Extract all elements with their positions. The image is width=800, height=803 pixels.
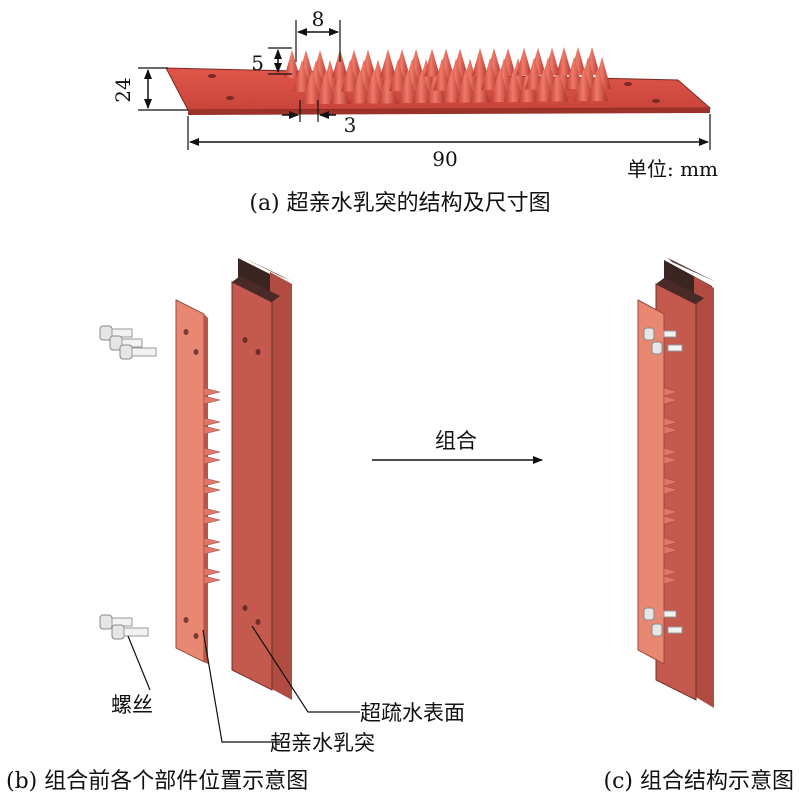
papilla-spike: [203, 545, 221, 555]
papilla-spike: [663, 425, 679, 435]
dim-width-text: 24: [111, 77, 135, 102]
papilla-cone: [380, 49, 396, 77]
label-surface: 超疏水表面: [360, 701, 465, 725]
papilla-cone: [284, 50, 300, 78]
papilla-cone: [316, 70, 336, 104]
papilla-cone: [456, 68, 476, 103]
papilla-cone: [470, 68, 490, 103]
assembled-screws: [643, 327, 683, 637]
papilla-cone: [378, 69, 398, 104]
papilla-spike: [663, 395, 679, 405]
papilla-spike: [203, 485, 221, 495]
leader-screws: [127, 635, 151, 691]
papilla-cone: [548, 67, 568, 102]
papilla-spike: [663, 417, 679, 427]
papilla-cone: [398, 69, 418, 103]
papilla-cone: [556, 47, 572, 75]
label-papillae: 超亲水乳突: [270, 731, 375, 755]
papilla-spike: [663, 447, 679, 457]
panel-b: 螺丝 超亲水乳突 超疏水表面 (b) 组合前各个部件位置示意图: [6, 256, 465, 794]
papilla-spike: [663, 485, 679, 495]
papilla-cone: [525, 57, 543, 90]
label-screws: 螺丝: [111, 693, 153, 717]
papilla-cone: [504, 68, 524, 102]
papilla-cone: [364, 69, 384, 104]
caption-b: (b) 组合前各个部件位置示意图: [6, 769, 308, 794]
papillae-spikes-c: [663, 387, 679, 585]
papilla-spike: [663, 515, 679, 525]
papilla-spike: [663, 537, 679, 547]
papilla-cone: [516, 47, 532, 76]
screws-bottom: [99, 614, 149, 640]
papilla-cone: [350, 69, 370, 104]
papilla-spike: [663, 567, 679, 577]
papilla-cone: [574, 67, 594, 101]
papilla-cone: [442, 68, 462, 103]
leader-papillae: [202, 629, 290, 743]
papilla-plate-b: [175, 299, 205, 663]
papilla-spike: [203, 567, 221, 577]
papilla-spike: [663, 477, 679, 487]
papilla-spike: [203, 507, 221, 517]
combine-arrow: 组合: [372, 429, 543, 464]
papilla-spike: [663, 455, 679, 465]
caption-c: (c) 组合结构示意图: [604, 769, 794, 794]
papilla-spike: [203, 417, 221, 427]
papilla-spike: [663, 507, 679, 517]
dim-height-text: 5: [251, 51, 264, 75]
dim-length-text: 90: [432, 147, 457, 171]
assembled-block-side: [694, 276, 714, 708]
dim-spacing-text: 8: [312, 7, 325, 31]
papilla-spike: [203, 387, 221, 397]
papilla-cone: [412, 69, 432, 103]
papilla-cone: [389, 59, 407, 91]
dim-base-text: 3: [344, 113, 357, 137]
leader-surface: [251, 625, 360, 713]
papilla-plate-b-holes: [183, 329, 199, 639]
papilla-cone: [293, 60, 311, 92]
papilla-spike: [203, 455, 221, 465]
unit-label: 单位: mm: [627, 157, 718, 181]
papilla-cone: [341, 59, 359, 92]
caption-a: (a) 超亲水乳突的结构及尺寸图: [249, 191, 550, 216]
panel-c: (c) 组合结构示意图: [604, 258, 794, 794]
papilla-cone: [472, 48, 488, 76]
arrow-label: 组合: [435, 429, 477, 453]
papilla-cone: [330, 70, 350, 104]
papilla-cone: [302, 70, 322, 104]
papilla-spike: [203, 575, 221, 585]
papillae-spikes-b: [203, 387, 221, 585]
papilla-spike: [203, 395, 221, 405]
papilla-spike: [203, 537, 221, 547]
papilla-cone: [490, 68, 510, 102]
papilla-cone: [481, 58, 499, 90]
papilla-spike: [203, 515, 221, 525]
hydrophobic-block-side: [270, 272, 292, 700]
papilla-spike: [663, 545, 679, 555]
panel-a: 8 5 24 3 90 单位: mm (a) 超亲水乳突的结构及尺寸图: [111, 7, 718, 216]
papilla-spike: [663, 387, 679, 397]
papilla-spike: [203, 425, 221, 435]
papilla-spike: [203, 477, 221, 487]
papilla-cone: [588, 67, 608, 101]
papilla-cone: [565, 57, 583, 89]
papilla-spike: [663, 575, 679, 585]
papilla-spike: [203, 447, 221, 457]
papilla-cone: [424, 48, 440, 77]
papilla-cone: [433, 58, 451, 91]
hydrophobic-block-front: [231, 281, 273, 691]
papilla-cone: [332, 49, 348, 78]
screws-top: [99, 325, 157, 360]
papilla-cone: [534, 67, 554, 102]
papillae-cones: [284, 47, 611, 104]
plate-holes: [208, 74, 660, 103]
assembled-papilla-plate: [637, 299, 665, 665]
